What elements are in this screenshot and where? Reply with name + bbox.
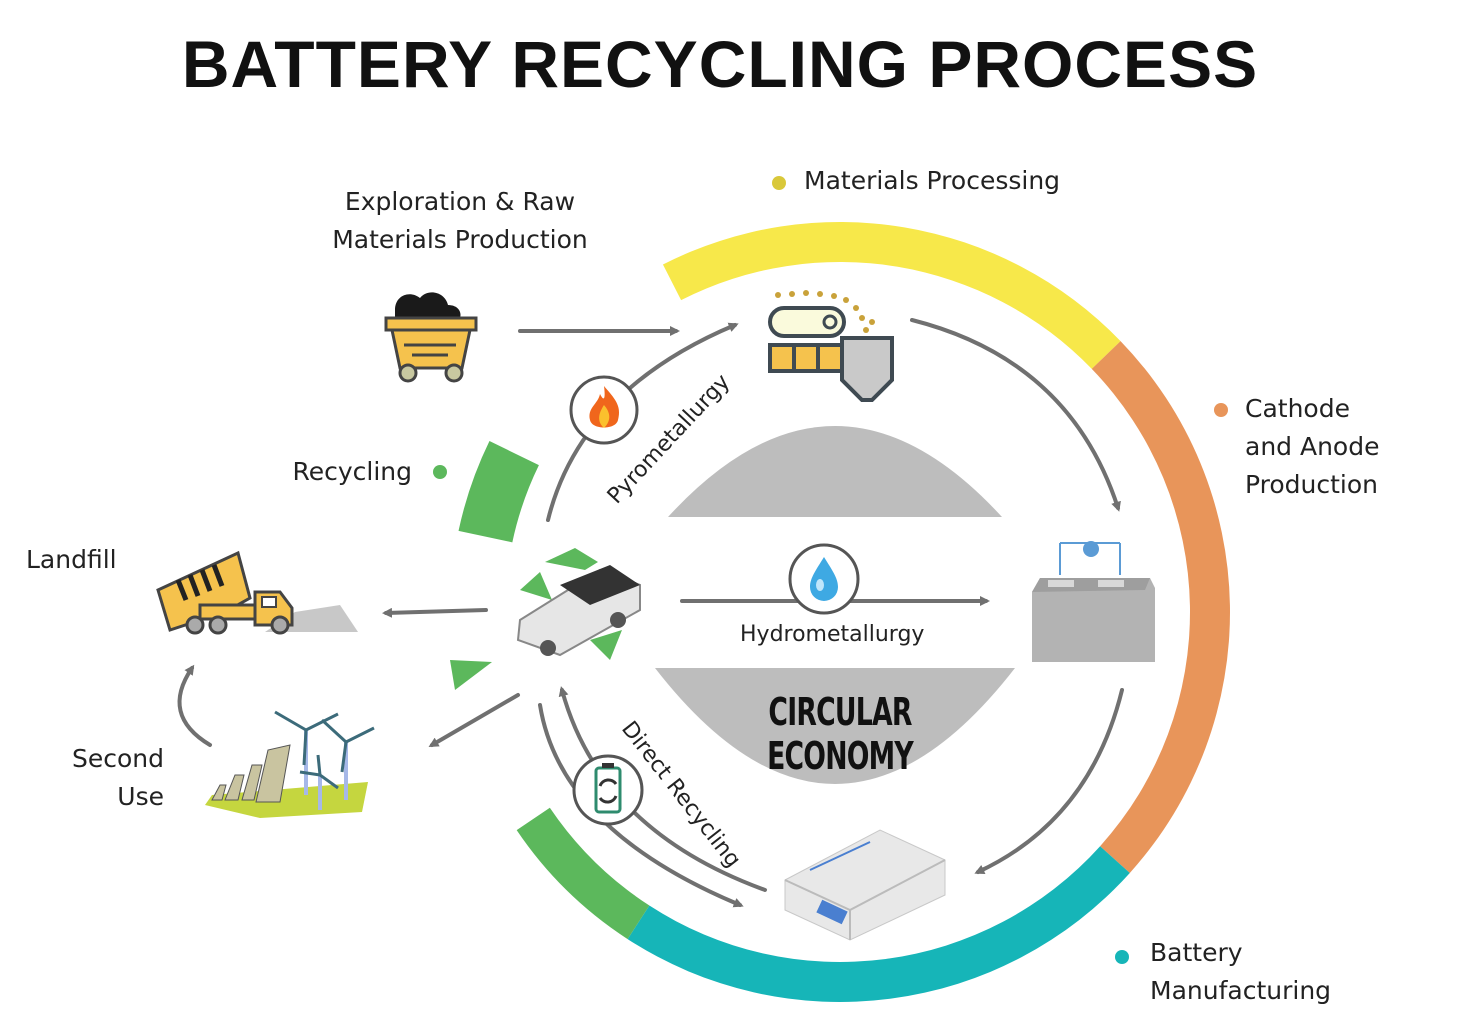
cathode-line2: and Anode: [1245, 432, 1380, 461]
second-use-line1: Second: [71, 744, 164, 773]
recycling-dot: [433, 465, 447, 479]
recycling-car-icon: [516, 548, 641, 660]
flame-icon: [569, 375, 639, 445]
exploration-line1: Exploration & Raw: [344, 187, 576, 216]
materials-processing-dot: [772, 176, 786, 190]
arrow-to-second-use: [428, 693, 520, 748]
cathode-anode-dot: [1214, 403, 1228, 417]
center-shape-top: [668, 426, 1002, 517]
arrow-cathode-to-manufacturing: [974, 688, 1124, 875]
second-use-line2: Use: [117, 782, 164, 811]
cathode-line3: Production: [1245, 470, 1379, 499]
manufacturing-line2: Manufacturing: [1150, 976, 1332, 1005]
solar-wind-icon: [205, 710, 375, 818]
battery-cell-icon: [1032, 541, 1155, 662]
center-shape-bottom: [655, 668, 1015, 784]
ring-segment-cathode-anode: [1091, 341, 1230, 873]
dump-truck-icon: [156, 550, 358, 635]
stage-battery-manufacturing-label: Battery Manufacturing: [1150, 934, 1331, 1010]
method-hydrometallurgy-label: Hydrometallurgy: [740, 622, 925, 647]
ring-segment-materials-processing: [662, 222, 1121, 369]
ring-segment-recycling-lower: [516, 807, 650, 940]
stage-recycling-label: Recycling: [292, 457, 412, 486]
arrow-second-use-to-landfill: [177, 664, 212, 747]
conveyor-hopper-icon: [768, 290, 894, 402]
stage-cathode-anode-label: Cathode and Anode Production: [1245, 390, 1379, 504]
page-title: BATTERY RECYCLING PROCESS: [181, 27, 1259, 101]
ring-segment-recycling-upper: [458, 441, 539, 543]
manufacturing-line1: Battery: [1150, 938, 1243, 967]
mine-cart-icon: [384, 292, 478, 383]
stage-landfill-label: Landfill: [26, 545, 117, 574]
battery-manufacturing-dot: [1115, 950, 1129, 964]
stage-materials-processing-label: Materials Processing: [804, 166, 1061, 195]
circular-economy-label: CIRCULAR ECONOMY: [767, 690, 914, 778]
water-drop-icon: [788, 543, 860, 615]
ring-segment-battery-manufacturing: [627, 846, 1130, 1002]
stage-second-use-label: Second Use: [40, 740, 164, 816]
ring-segment-recycling-wedge: [450, 660, 492, 690]
cathode-line1: Cathode: [1245, 394, 1350, 423]
arrow-to-landfill: [382, 607, 488, 618]
battery-cycle-icon: [572, 754, 644, 826]
battery-pack-icon: [784, 829, 946, 941]
arrow-processing-to-cathode: [910, 318, 1121, 512]
stage-exploration-label: Exploration & Raw Materials Production: [310, 183, 610, 259]
exploration-line2: Materials Production: [332, 225, 588, 254]
